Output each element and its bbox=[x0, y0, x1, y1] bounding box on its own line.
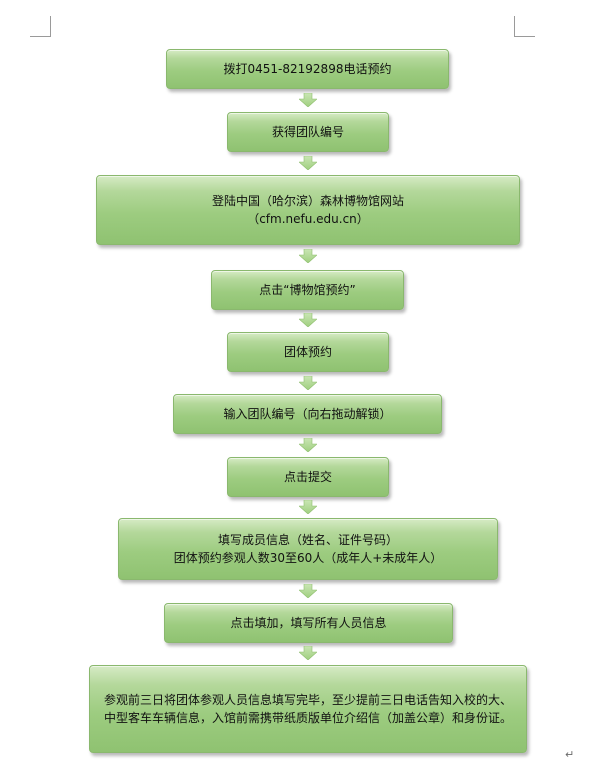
down-arrow-icon bbox=[299, 93, 317, 107]
step-text: 填写成员信息（姓名、证件号码） bbox=[217, 533, 398, 547]
step-group-reservation: 团体预约 bbox=[227, 332, 389, 372]
down-arrow-icon bbox=[299, 249, 317, 263]
step-text: 点击填加，填写所有人员信息 bbox=[230, 616, 387, 630]
down-arrow-icon bbox=[299, 646, 317, 660]
step-click-submit: 点击提交 bbox=[227, 457, 389, 497]
step-text: 输入团队编号（向右拖动解锁） bbox=[223, 407, 392, 421]
step-text: 参观前三日将团体参观人员信息填写完毕，至少提前三日电话告知入校的大、中型客车车辆… bbox=[103, 693, 512, 725]
step-text: 点击“博物馆预约” bbox=[259, 283, 356, 297]
down-arrow-icon bbox=[299, 156, 317, 170]
down-arrow-icon bbox=[299, 313, 317, 327]
step-text: （cfm.nefu.edu.cn） bbox=[247, 212, 369, 226]
step-get-team-number: 获得团队编号 bbox=[227, 112, 389, 152]
margin-corner-mark bbox=[514, 16, 535, 37]
step-text: 登陆中国（哈尔滨）森林博物馆网站 bbox=[211, 194, 404, 208]
step-text: 点击提交 bbox=[283, 470, 332, 484]
step-fill-member-info: 填写成员信息（姓名、证件号码） 团体预约参观人数30至60人（成年人+未成年人） bbox=[118, 518, 498, 580]
margin-corner-mark bbox=[30, 16, 51, 37]
step-text: 拨打0451-82192898电话预约 bbox=[223, 62, 392, 76]
down-arrow-icon bbox=[299, 584, 317, 598]
step-phone-reservation: 拨打0451-82192898电话预约 bbox=[166, 49, 449, 89]
step-text: 团体预约参观人数30至60人（成年人+未成年人） bbox=[173, 551, 443, 565]
step-enter-team-number: 输入团队编号（向右拖动解锁） bbox=[173, 394, 442, 434]
down-arrow-icon bbox=[299, 376, 317, 390]
step-login-website: 登陆中国（哈尔滨）森林博物馆网站 （cfm.nefu.edu.cn） bbox=[96, 175, 520, 245]
step-click-museum-reservation: 点击“博物馆预约” bbox=[211, 270, 404, 310]
paragraph-mark: ↵ bbox=[565, 748, 575, 761]
down-arrow-icon bbox=[299, 500, 317, 514]
down-arrow-icon bbox=[299, 438, 317, 452]
step-text: 获得团队编号 bbox=[271, 125, 344, 139]
step-final-requirements: 参观前三日将团体参观人员信息填写完毕，至少提前三日电话告知入校的大、中型客车车辆… bbox=[89, 665, 527, 753]
step-add-all-members: 点击填加，填写所有人员信息 bbox=[164, 603, 453, 643]
step-text: 团体预约 bbox=[283, 345, 332, 359]
